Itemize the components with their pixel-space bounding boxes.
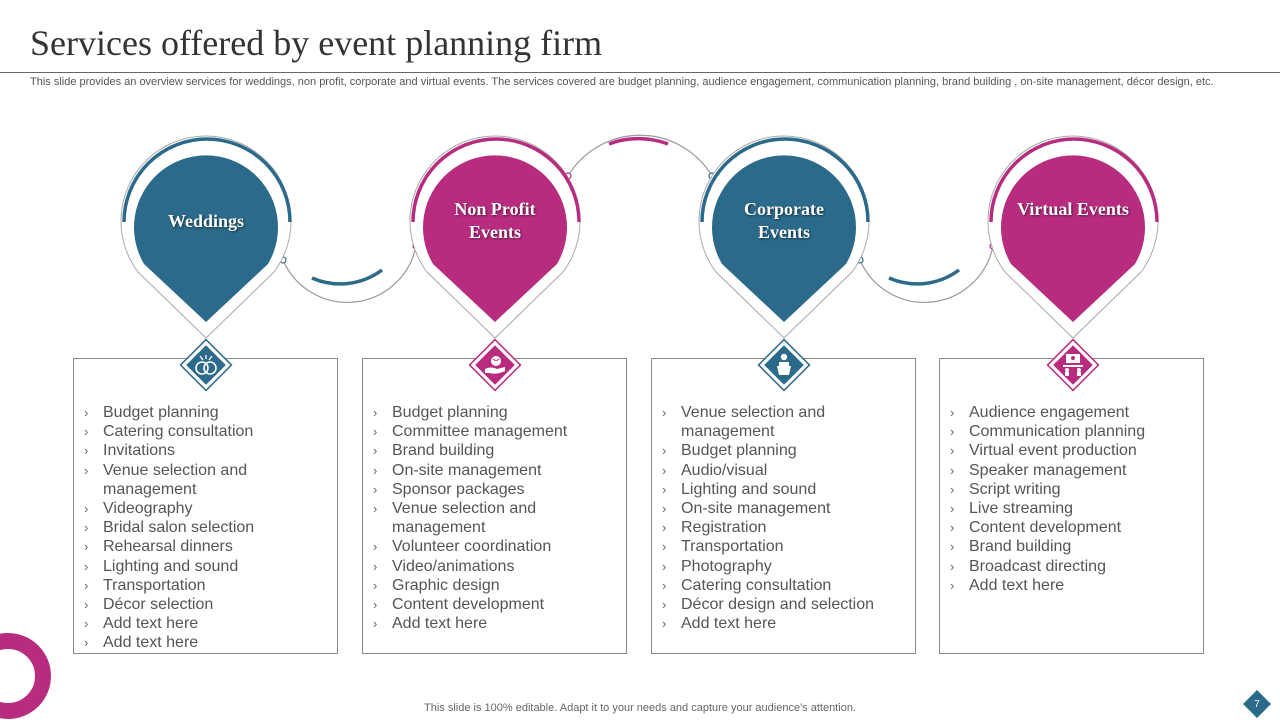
list-item: Script writing	[950, 480, 1193, 499]
list-item: Venue selection and management	[84, 461, 327, 499]
list-item: Content development	[950, 518, 1193, 537]
list-item: Broadcast directing	[950, 557, 1193, 576]
list-item: Photography	[662, 557, 905, 576]
list-item: Sponsor packages	[373, 480, 616, 499]
pin-label-corporate: Corporate Events	[744, 199, 824, 242]
slide-title: Services offered by event planning firm	[30, 23, 603, 63]
list-item: Graphic design	[373, 576, 616, 595]
service-box-virtual: Audience engagement Communication planni…	[939, 358, 1204, 654]
pin-label-non-profit: Non Profit Events	[454, 199, 536, 242]
list-item: Live streaming	[950, 499, 1193, 518]
decorative-ring	[0, 633, 51, 719]
list-item: Invitations	[84, 441, 327, 460]
service-list-corporate: Venue selection and management Budget pl…	[652, 359, 915, 634]
list-item: Videography	[84, 499, 327, 518]
list-item: Brand building	[373, 441, 616, 460]
list-item: On-site management	[662, 499, 905, 518]
hand-globe-icon	[468, 338, 522, 392]
list-item: Catering consultation	[662, 576, 905, 595]
list-item: On-site management	[373, 461, 616, 480]
list-item: Speaker management	[950, 461, 1193, 480]
list-item: Décor selection	[84, 595, 327, 614]
list-item: Add text here	[84, 633, 327, 652]
page-number-badge	[1243, 690, 1271, 718]
service-list-non-profit: Budget planning Committee management Bra…	[363, 359, 626, 634]
list-item: Budget planning	[662, 441, 905, 460]
service-box-corporate: Venue selection and management Budget pl…	[651, 358, 916, 654]
pin-corporate	[698, 135, 870, 339]
list-item: Committee management	[373, 422, 616, 441]
list-item: Video/animations	[373, 557, 616, 576]
list-item: Audience engagement	[950, 403, 1193, 422]
virtual-meeting-icon	[1046, 338, 1100, 392]
speaker-podium-icon	[757, 338, 811, 392]
list-item: Audio/visual	[662, 461, 905, 480]
footer-note: This slide is 100% editable. Adapt it to…	[424, 702, 856, 714]
pin-label-virtual: Virtual Events	[1017, 199, 1129, 219]
service-box-non-profit: Budget planning Committee management Bra…	[362, 358, 627, 654]
pin-weddings	[120, 135, 292, 339]
list-item: Add text here	[84, 614, 327, 633]
list-item: Add text here	[662, 614, 905, 633]
list-item: Budget planning	[84, 403, 327, 422]
list-item: Lighting and sound	[662, 480, 905, 499]
pin-label-weddings: Weddings	[167, 211, 245, 231]
pin-non-profit	[409, 135, 581, 339]
list-item: Content development	[373, 595, 616, 614]
service-list-virtual: Audience engagement Communication planni…	[940, 359, 1203, 595]
list-item: Registration	[662, 518, 905, 537]
rings-icon	[179, 338, 233, 392]
title-divider	[0, 72, 1280, 73]
list-item: Add text here	[950, 576, 1193, 595]
list-item: Brand building	[950, 537, 1193, 556]
service-list-weddings: Budget planning Catering consultation In…	[74, 359, 337, 653]
list-item: Communication planning	[950, 422, 1193, 441]
page-number: 7	[1254, 699, 1260, 710]
list-item: Catering consultation	[84, 422, 327, 441]
slide-subtitle: This slide provides an overview services…	[30, 76, 1214, 88]
service-box-weddings: Budget planning Catering consultation In…	[73, 358, 338, 654]
list-item: Transportation	[84, 576, 327, 595]
list-item: Add text here	[373, 614, 616, 633]
list-item: Bridal salon selection	[84, 518, 327, 537]
list-item: Venue selection and management	[662, 403, 905, 441]
list-item: Rehearsal dinners	[84, 537, 327, 556]
list-item: Virtual event production	[950, 441, 1193, 460]
list-item: Venue selection and management	[373, 499, 616, 537]
pin-virtual	[987, 135, 1159, 339]
list-item: Budget planning	[373, 403, 616, 422]
list-item: Transportation	[662, 537, 905, 556]
list-item: Lighting and sound	[84, 557, 327, 576]
list-item: Décor design and selection	[662, 595, 905, 614]
list-item: Volunteer coordination	[373, 537, 616, 556]
